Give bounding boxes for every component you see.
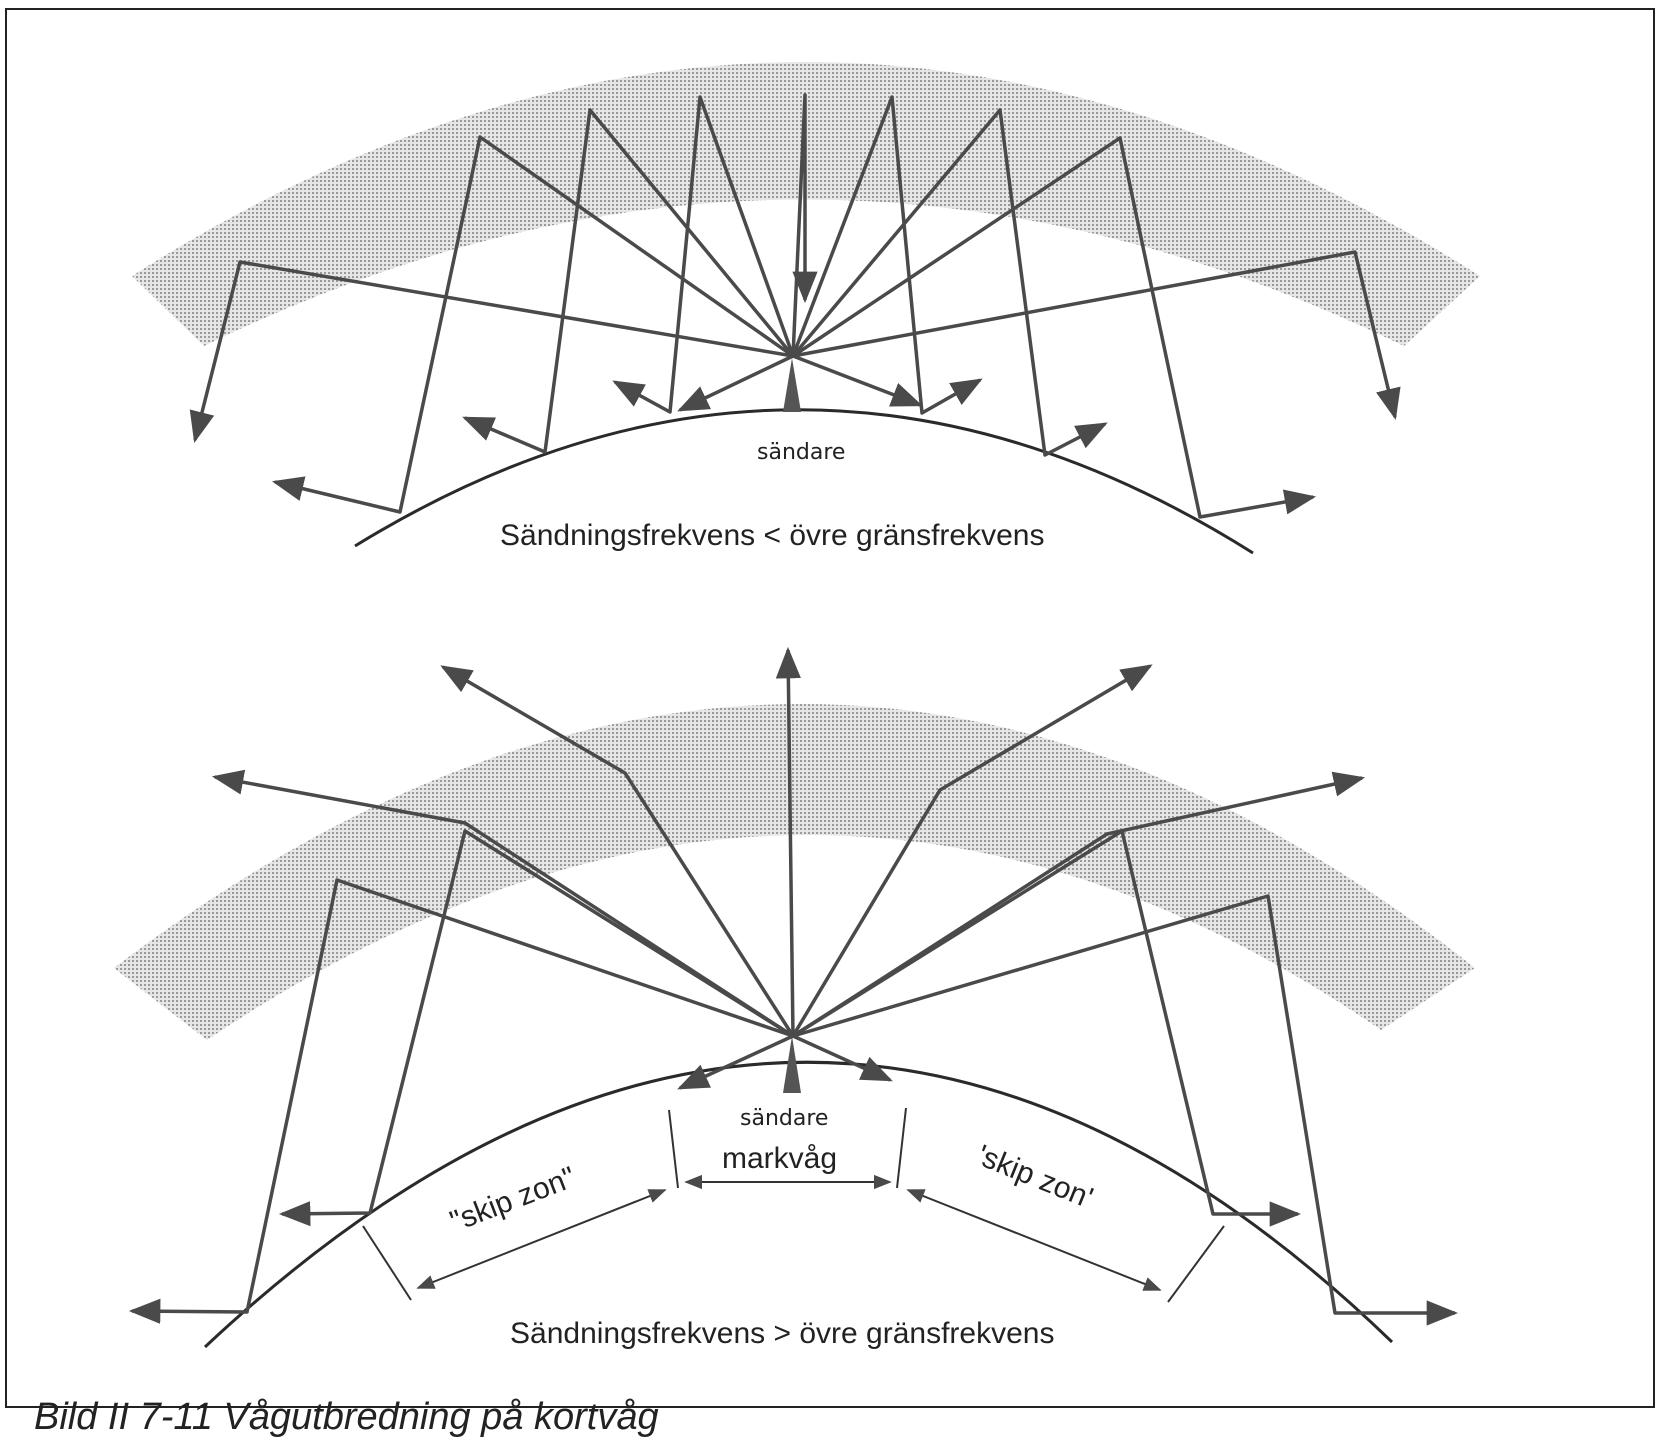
transmitter-mast-bottom	[783, 1036, 801, 1093]
bottom-panel: sändare markvåg "skip zon" 'skip zon' Sä…	[114, 646, 1475, 1350]
ray-path	[462, 108, 795, 454]
ground-wave-label: markvåg	[722, 1142, 837, 1175]
ray-path	[189, 260, 794, 444]
earth-surface-bottom	[203, 1060, 1394, 1349]
ray-path	[278, 829, 794, 1227]
earth-surface-top	[354, 408, 1254, 555]
ray-path	[211, 769, 794, 1038]
figure-caption: Bild II 7-11 Vågutbredning på kortvåg	[34, 1396, 659, 1438]
ray-path	[791, 93, 818, 357]
ray-path	[128, 878, 794, 1324]
ray-path	[792, 829, 1302, 1227]
condition-label-top: Sändningsfrekvens < övre gränsfrekvens	[500, 519, 1044, 552]
ray-path	[792, 771, 1366, 1038]
ray-path	[440, 665, 795, 1037]
ionosphere-layer-bottom	[114, 704, 1475, 1040]
transmitter-label-top: sändare	[757, 440, 845, 465]
ray-path	[791, 95, 983, 415]
condition-label-bottom: Sändningsfrekvens > övre gränsfrekvens	[510, 1317, 1054, 1350]
skip-zone-label-left: "skip zon"	[446, 1161, 580, 1239]
skip-zone-label-right: 'skip zon'	[972, 1139, 1097, 1215]
zone-markers	[362, 1107, 1225, 1303]
ray-path	[792, 354, 923, 407]
bottom-rays	[128, 646, 1459, 1326]
ray-path	[792, 894, 1459, 1326]
ionosphere-layer-top	[132, 62, 1480, 346]
ray-path	[792, 250, 1401, 421]
top-rays	[189, 93, 1401, 519]
ray-path	[792, 136, 1317, 519]
ray-path	[677, 354, 794, 412]
ray-path	[775, 646, 801, 1037]
ray-path	[791, 108, 1108, 457]
ray-path	[792, 1034, 893, 1082]
transmitter-label-bottom: sändare	[740, 1106, 828, 1131]
ray-path	[677, 1034, 794, 1090]
top-panel: sändare Sändningsfrekvens < övre gränsfr…	[132, 62, 1480, 555]
ray-path	[791, 664, 1153, 1037]
transmitter-mast-top	[783, 358, 801, 412]
ray-path	[612, 95, 795, 414]
ray-path	[271, 135, 795, 514]
figure-frame	[5, 8, 1655, 1408]
